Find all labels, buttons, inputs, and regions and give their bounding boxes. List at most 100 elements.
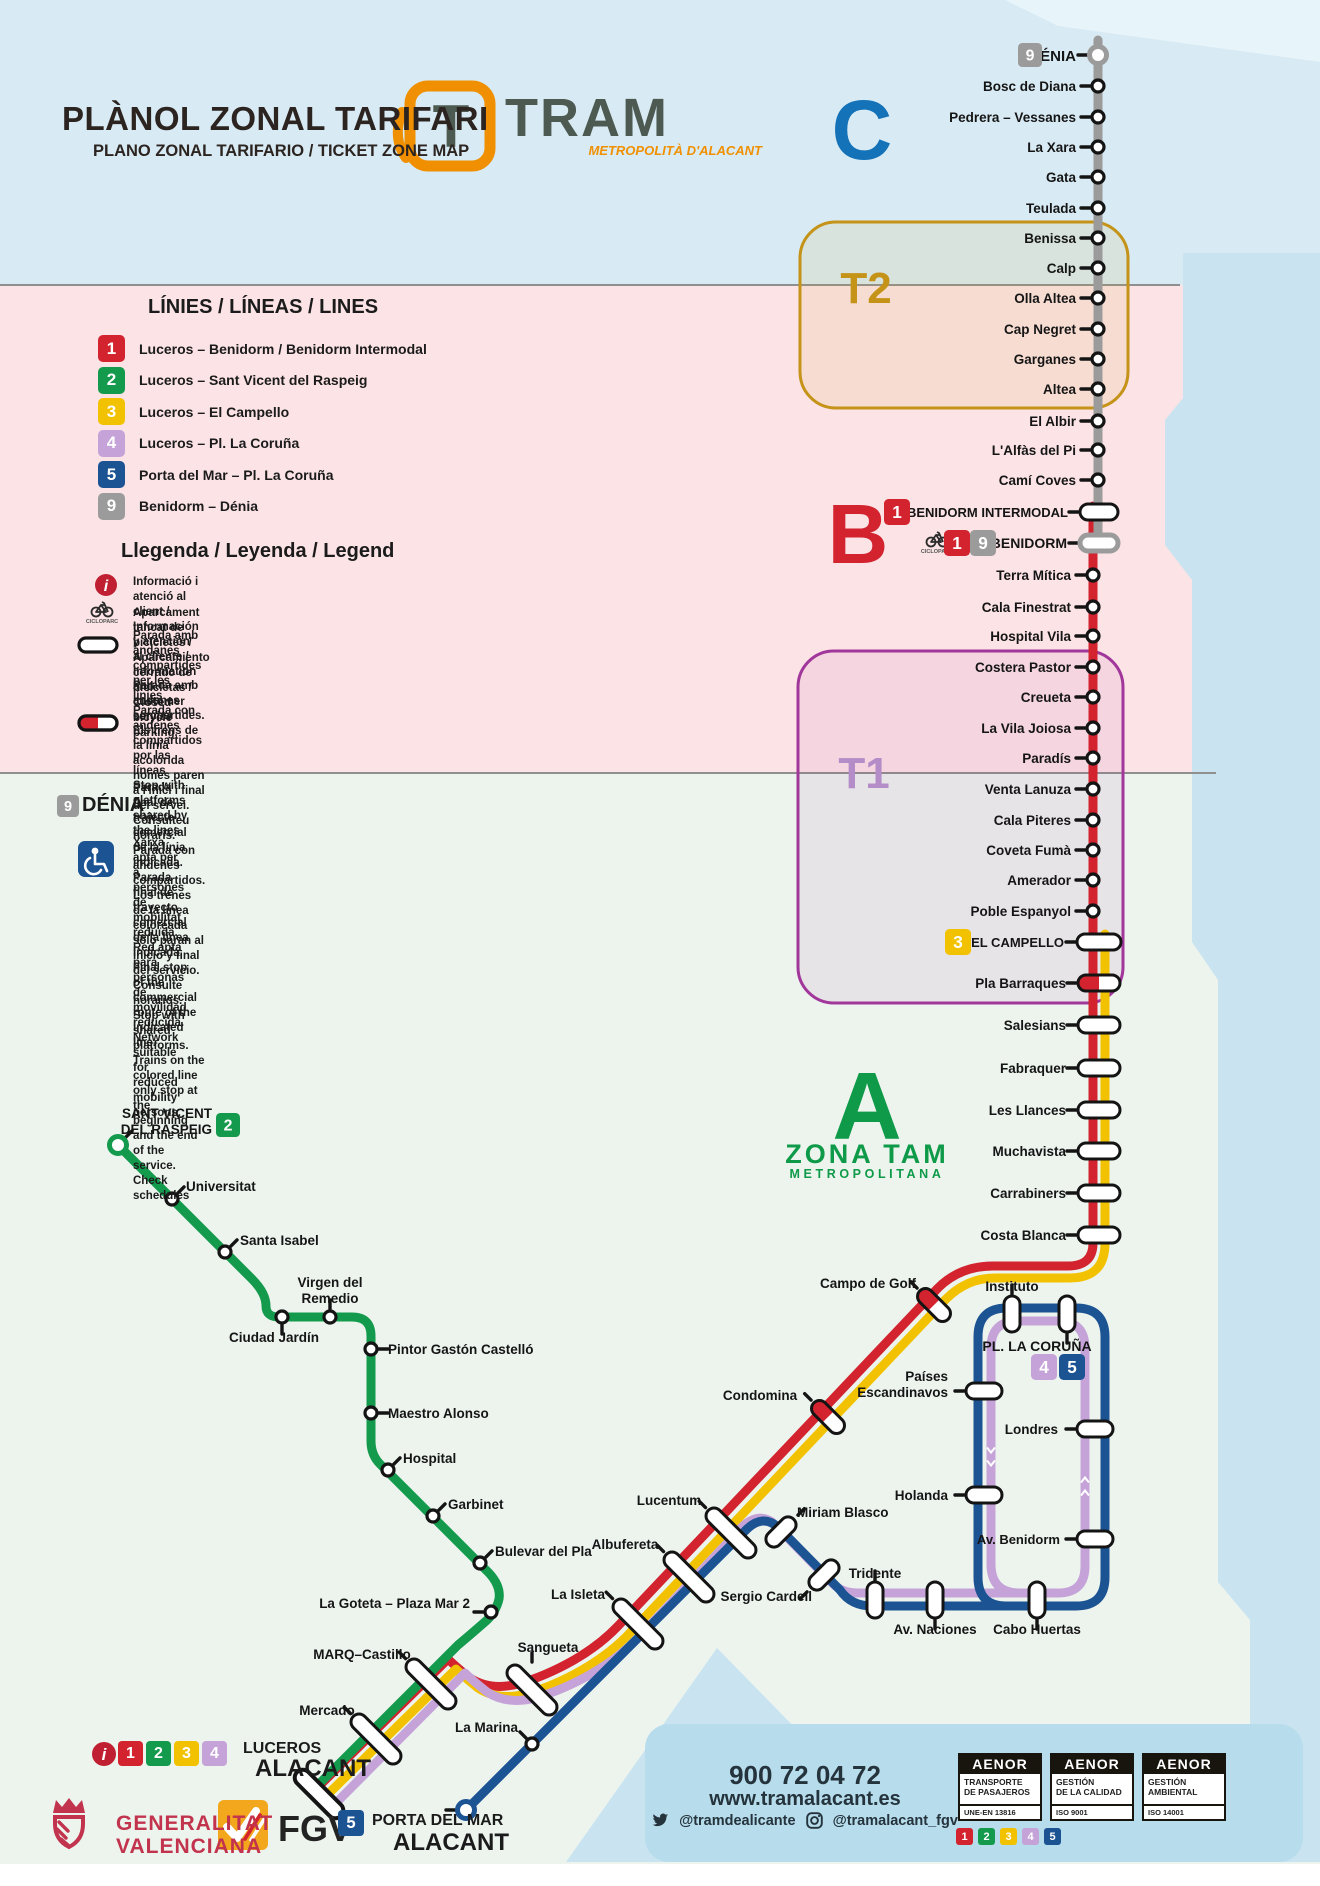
- line-5-badge: 5: [98, 461, 125, 489]
- station-marker: [1075, 932, 1123, 952]
- station-marker: [964, 1485, 1004, 1505]
- station-label: Bosc de Diana: [983, 79, 1077, 94]
- legend-item-final-stop-sample: Parada final de trajecte comercial de la…: [133, 781, 197, 1051]
- station-marker: [1090, 260, 1106, 276]
- station-label: Hospital Vila: [990, 629, 1071, 644]
- station-tick: [483, 1549, 494, 1560]
- legend-item-info-icon: Informació i atenció al client / Informa…: [133, 575, 199, 725]
- station-label: Coveta Fumà: [986, 843, 1071, 858]
- station-label: La Xara: [1027, 140, 1076, 155]
- station-sangueta: Sangueta: [505, 1640, 579, 1717]
- legend-icons: i: [77, 574, 119, 877]
- station-universitat: Universitat: [164, 1179, 256, 1207]
- station-tick: [228, 1238, 239, 1249]
- station-les-llances: Les Llances: [989, 1100, 1122, 1120]
- station-londres: Londres: [1005, 1419, 1115, 1439]
- station-miriam-blasco: Miriam Blasco: [764, 1505, 889, 1549]
- station-hospital-vila: Hospital Vila: [990, 628, 1101, 644]
- station-marker: [1090, 78, 1106, 94]
- svg-text:9: 9: [64, 799, 72, 815]
- station-altea: Altea: [1043, 381, 1106, 397]
- station-marker: [1075, 1529, 1115, 1549]
- station-tick: [391, 1456, 402, 1467]
- station-marker: [925, 1580, 945, 1620]
- station-marker: [363, 1341, 379, 1357]
- aenor-standard: ISO 14001: [1144, 1804, 1224, 1819]
- station-label: Poble Espanyol: [970, 904, 1071, 919]
- station-bosc-de-diana: Bosc de Diana: [983, 78, 1106, 94]
- line-1-badge: 1: [884, 499, 910, 525]
- legend-text-line: Stop with platforms shared by the lines: [133, 780, 188, 837]
- station-label: Carrabiners: [990, 1186, 1066, 1201]
- station-marker: [1085, 628, 1101, 644]
- svg-text:3: 3: [953, 932, 963, 952]
- generalitat-valenciana-label: GENERALITAT VALENCIANA: [116, 1812, 273, 1858]
- line-2-badge: 2: [146, 1741, 171, 1766]
- station-poble-espanyol: Poble Espanyol: [970, 903, 1101, 919]
- tram-logo-frame: [404, 80, 496, 172]
- station-la-isleta: La Isleta: [551, 1587, 665, 1651]
- station-marker: [865, 1580, 885, 1620]
- station-garganes: Garganes: [1014, 351, 1106, 367]
- station-label: Amerador: [1007, 873, 1072, 888]
- line-1-badge: 1: [944, 530, 970, 556]
- station-marker: [1085, 720, 1101, 736]
- station-tick: [518, 1730, 529, 1741]
- station-tick: [436, 1502, 447, 1513]
- station-marker: [1076, 973, 1122, 993]
- aenor-brand: AENOR: [960, 1755, 1040, 1774]
- station-label: Londres: [1005, 1422, 1058, 1437]
- station-marker: [1090, 139, 1106, 155]
- station-maestro-alonso: Maestro Alonso: [363, 1405, 489, 1421]
- station-coveta-fum: Coveta Fumà: [986, 842, 1101, 858]
- station-label: Maestro Alonso: [388, 1406, 489, 1421]
- station-marker: [1085, 750, 1101, 766]
- line-4-badge: 4: [98, 429, 125, 457]
- station-tick: [697, 1499, 708, 1510]
- line-3-badge: 3: [1000, 1828, 1017, 1845]
- station-label: Mercado: [299, 1703, 355, 1718]
- station-marker: [1085, 812, 1101, 828]
- station-marker: [1090, 442, 1106, 458]
- station-label: MARQ–Castillo: [313, 1647, 411, 1662]
- station-marker: [363, 1405, 379, 1421]
- generalitat-valenciana-emblem: [53, 1798, 85, 1850]
- station-label: Creueta: [1021, 690, 1072, 705]
- station-label: La Goteta – Plaza Mar 2: [319, 1596, 470, 1611]
- station-condomina: Condomina: [723, 1388, 846, 1435]
- direction-chevron-icon: [986, 1459, 996, 1468]
- svg-text:5: 5: [1067, 1357, 1077, 1377]
- station-marker: [472, 1555, 488, 1571]
- station-marker: [1076, 1141, 1122, 1161]
- line-4-badge: 4: [1022, 1828, 1039, 1845]
- bike-icon-caption: CICLOPARC: [86, 619, 118, 625]
- station-lucentum: Lucentum: [637, 1493, 758, 1560]
- line-9-description: Benidorm – Dénia: [139, 498, 259, 515]
- station-marker: [611, 1597, 665, 1651]
- station-cala-piteres: Cala Piteres: [994, 812, 1101, 828]
- line-9-badge: 9: [1018, 43, 1042, 67]
- station-el-campello: EL CAMPELLO: [971, 932, 1123, 952]
- line-4-badge: 4: [202, 1741, 227, 1766]
- station-label: Av. Benidorm: [977, 1532, 1060, 1547]
- station-marker: [1090, 413, 1106, 429]
- station-tick: [655, 1543, 666, 1554]
- station-marker: [704, 1506, 758, 1560]
- direction-chevron-icon: [986, 1446, 996, 1455]
- station-label: Olla Altea: [1014, 291, 1076, 306]
- generalitat-line2: VALENCIANA: [116, 1835, 263, 1858]
- zone-label-metropolitana: METROPOLITANA: [790, 1167, 945, 1181]
- line-3-badge: 3: [945, 929, 971, 955]
- station-campo-de-golf: Campo de Golf: [820, 1276, 952, 1323]
- station-benissa: Benissa: [1024, 230, 1106, 246]
